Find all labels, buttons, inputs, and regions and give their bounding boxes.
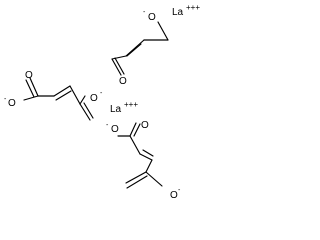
lanthanum-ion-1: La +++ [172, 3, 200, 18]
negative-charge: - [143, 9, 146, 16]
ion-charge: +++ [124, 100, 138, 109]
oxygen-atom: O [170, 190, 178, 201]
bond [129, 122, 137, 137]
fumarate-ion-2: O - O O - [4, 70, 103, 121]
bond [25, 79, 35, 98]
bond [145, 171, 163, 187]
bond [114, 57, 125, 75]
bond [126, 43, 142, 57]
negative-charge: - [4, 96, 7, 103]
bond [55, 90, 72, 101]
fumarate-ion-3: O - O O - [106, 120, 181, 201]
bond [133, 123, 141, 137]
ion-charge: +++ [186, 3, 200, 12]
bond [111, 58, 122, 76]
bond [53, 85, 71, 97]
bond [23, 95, 39, 101]
oxygen-atom: O [90, 93, 98, 104]
bond [111, 55, 127, 60]
bond [83, 102, 94, 119]
oxygen-atom: O [111, 124, 119, 135]
bond [139, 153, 153, 161]
negative-charge: - [100, 90, 103, 97]
ion-symbol: La [110, 104, 122, 115]
oxygen-atom: O [148, 12, 156, 23]
ion-symbol: La [172, 7, 184, 18]
fumarate-ion-1: O - O [111, 9, 169, 87]
bond [125, 39, 145, 57]
bond [157, 21, 169, 41]
oxygen-atom: O [8, 98, 16, 109]
bond [129, 135, 141, 155]
bond [142, 149, 154, 157]
bond [29, 77, 39, 97]
oxygen-atom: O [25, 70, 33, 81]
negative-charge: - [106, 122, 109, 129]
oxygen-atom: O [141, 120, 149, 131]
bond [79, 103, 91, 121]
bond [125, 171, 147, 184]
oxygen-atom: O [119, 76, 127, 87]
bond [79, 95, 86, 105]
bond [145, 159, 153, 173]
bond [69, 85, 81, 105]
negative-charge: - [178, 187, 181, 194]
lanthanum-ion-2: La +++ [110, 100, 138, 115]
chemical-structure-diagram: O - O O - O O - O - O O - [4, 3, 200, 201]
bond [126, 175, 148, 189]
